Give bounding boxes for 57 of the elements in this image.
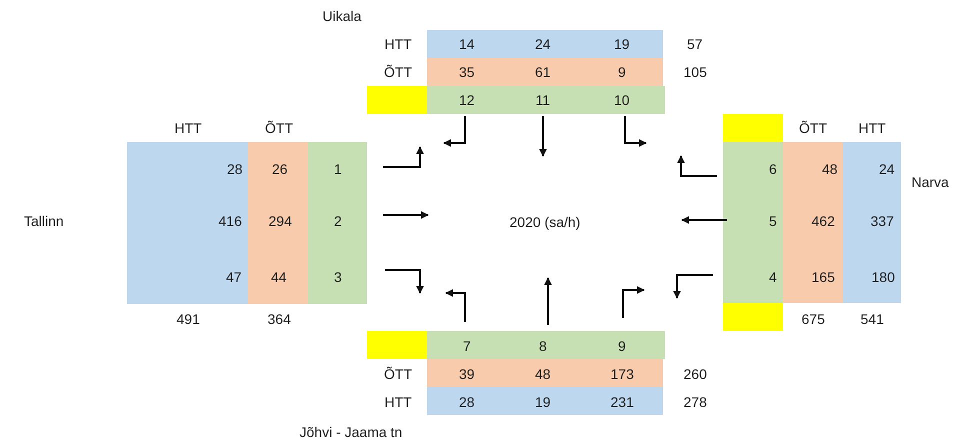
traffic-count: 416 [218,212,242,231]
total-count: 675 [802,310,825,329]
movement-number: 10 [614,91,630,110]
traffic-count: 173 [610,365,634,384]
total-count: 278 [684,393,707,412]
traffic-count: 231 [610,393,634,412]
movement-number: 7 [463,337,471,356]
traffic-count: 48 [822,160,838,179]
traffic-count: 19 [535,393,551,412]
movement-number: 9 [618,337,626,356]
traffic-count: 19 [614,35,630,54]
traffic-count: 14 [459,35,475,54]
total-count: 541 [860,310,884,329]
traffic-count: 47 [226,268,242,287]
column-header: HTT [384,35,412,54]
column-header: ÕTT [384,365,412,384]
column-header: HTT [384,393,412,412]
traffic-count: 180 [872,268,895,287]
column-header: ÕTT [799,119,827,138]
traffic-count: 165 [812,268,835,287]
place-name: Tallinn [24,212,64,231]
traffic-count: 24 [535,35,551,54]
total-count: 491 [176,310,200,329]
traffic-count: 61 [535,63,551,82]
traffic-count: 28 [227,160,243,179]
movement-number: 12 [459,91,475,110]
traffic-count: 48 [535,365,551,384]
movement-number: 2 [334,212,342,231]
traffic-count: 24 [879,160,895,179]
total-count: 105 [684,63,707,82]
place-name: Jõhvi - Jaama tn [300,423,402,442]
traffic-count: 26 [272,160,288,179]
traffic-count: 28 [459,393,475,412]
place-name: Uikala [322,7,362,26]
traffic-count: 9 [618,63,626,82]
total-count: 260 [684,365,707,384]
traffic-count: 462 [812,212,835,231]
movement-number: 4 [769,268,777,287]
movement-number: 5 [769,212,777,231]
column-header: ÕTT [265,119,293,138]
movement-number: 8 [539,337,547,356]
column-header: HTT [858,119,886,138]
traffic-count: 294 [268,212,292,231]
traffic-count: 35 [459,63,475,82]
movement-number: 3 [334,268,342,287]
intersection-label: 2020 (sa/h) [510,213,580,232]
movement-number: 6 [769,160,777,179]
column-header: HTT [174,119,202,138]
total-count: 364 [268,310,291,329]
traffic-count: 44 [271,268,287,287]
movement-number: 1 [334,160,342,179]
total-count: 57 [687,35,703,54]
traffic-count: 337 [870,212,894,231]
movement-number: 11 [536,91,550,110]
traffic-count: 39 [459,365,475,384]
place-name: Narva [912,173,949,192]
column-header: ÕTT [384,63,412,82]
